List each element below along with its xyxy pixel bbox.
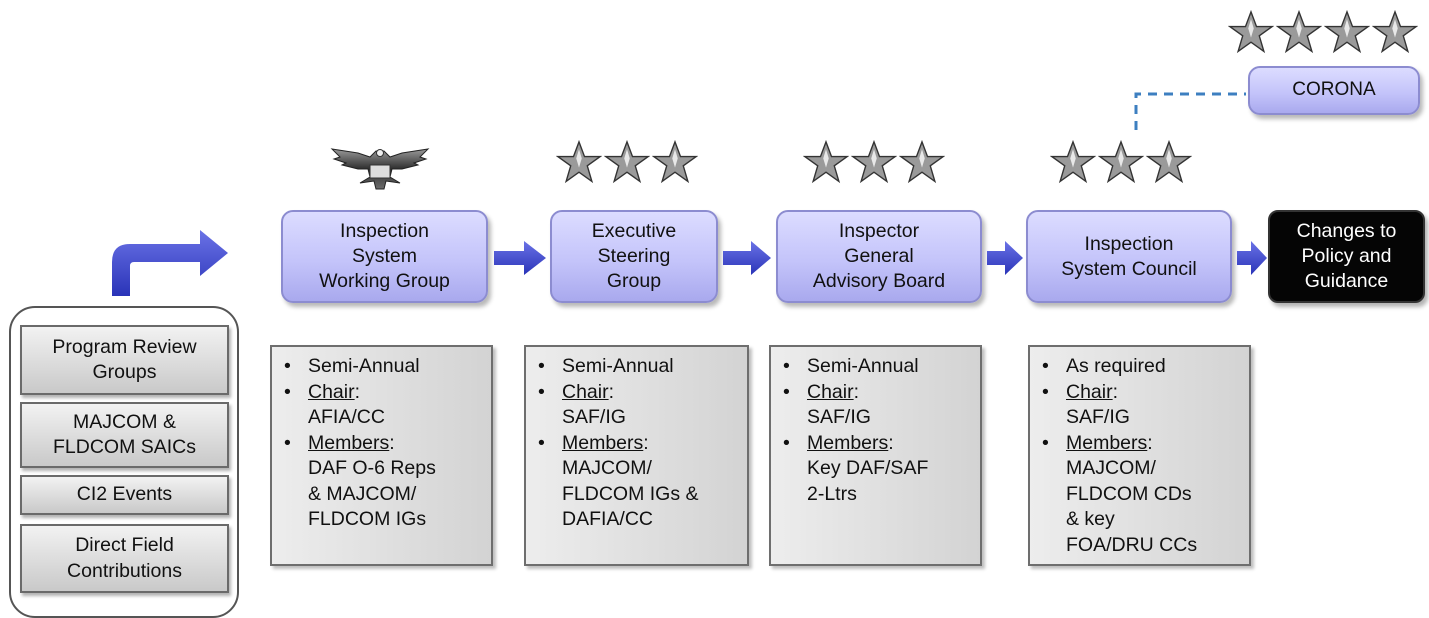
three-star-icon bbox=[556, 140, 698, 186]
stage-inspection-system-working-group: Inspection System Working Group bbox=[281, 210, 488, 303]
chair-label: Chair bbox=[308, 380, 355, 403]
detail-panel-executive-steering-group: •Semi-Annual •Chair: SAF/IG •Members: MA… bbox=[524, 345, 749, 566]
bent-arrow-icon bbox=[112, 230, 228, 296]
members-text: DAFIA/CC bbox=[562, 508, 654, 530]
members-text: FLDCOM IGs bbox=[308, 508, 427, 530]
corona-box: CORONA bbox=[1248, 66, 1420, 115]
stage-inspector-general-advisory-board: Inspector General Advisory Board bbox=[776, 210, 982, 303]
members-label: Members bbox=[807, 431, 889, 454]
chair-label: Chair bbox=[562, 380, 609, 403]
eagle-icon bbox=[330, 148, 430, 190]
members-text: & key bbox=[1066, 508, 1115, 530]
chair-label: Chair bbox=[1066, 380, 1113, 403]
flow-arrow-icon bbox=[1237, 241, 1267, 275]
chair-label: Chair bbox=[807, 380, 854, 403]
frequency-text: Semi-Annual bbox=[562, 355, 674, 377]
stage-inspection-system-council: Inspection System Council bbox=[1026, 210, 1232, 303]
frequency-text: As required bbox=[1066, 355, 1166, 377]
members-text: DAF O-6 Reps bbox=[308, 457, 436, 479]
stage-executive-steering-group: Executive Steering Group bbox=[550, 210, 718, 303]
members-text: FLDCOM CDs bbox=[1066, 482, 1192, 505]
members-text: & MAJCOM/ bbox=[308, 482, 417, 505]
three-star-icon bbox=[803, 140, 945, 186]
members-text: 2-Ltrs bbox=[807, 482, 857, 505]
frequency-text: Semi-Annual bbox=[308, 355, 420, 377]
chair-text: SAF/IG bbox=[1066, 406, 1130, 428]
input-ci2-events: CI2 Events bbox=[20, 475, 229, 515]
chair-text: AFIA/CC bbox=[308, 406, 385, 428]
flow-arrow-icon bbox=[987, 241, 1023, 275]
detail-panel-system-council: •As required •Chair: SAF/IG •Members: MA… bbox=[1028, 345, 1251, 566]
four-star-icon bbox=[1228, 10, 1418, 56]
members-text: MAJCOM/ bbox=[1066, 457, 1156, 479]
detail-panel-working-group: •Semi-Annual •Chair: AFIA/CC •Members: D… bbox=[270, 345, 493, 566]
flow-arrow-icon bbox=[723, 241, 771, 275]
final-outcome-box: Changes to Policy and Guidance bbox=[1268, 210, 1425, 303]
input-direct-field-contributions: Direct Field Contributions bbox=[20, 524, 229, 593]
detail-panel-advisory-board: •Semi-Annual •Chair: SAF/IG •Members: Ke… bbox=[769, 345, 982, 566]
members-text: Key DAF/SAF bbox=[807, 457, 929, 479]
members-text: MAJCOM/ bbox=[562, 457, 652, 479]
members-label: Members bbox=[308, 431, 390, 454]
chair-text: SAF/IG bbox=[562, 406, 626, 428]
chair-text: SAF/IG bbox=[807, 406, 871, 428]
input-majcom-fldcom-saics: MAJCOM & FLDCOM SAICs bbox=[20, 402, 229, 468]
dashed-connector bbox=[1134, 92, 1246, 130]
flow-arrow-icon bbox=[494, 241, 546, 275]
members-label: Members bbox=[1066, 431, 1148, 454]
input-program-review-groups: Program Review Groups bbox=[20, 325, 229, 395]
members-label: Members bbox=[562, 431, 644, 454]
three-star-icon bbox=[1050, 140, 1192, 186]
frequency-text: Semi-Annual bbox=[807, 355, 919, 377]
members-text: FLDCOM IGs & bbox=[562, 482, 699, 505]
members-text: FOA/DRU CCs bbox=[1066, 533, 1198, 556]
